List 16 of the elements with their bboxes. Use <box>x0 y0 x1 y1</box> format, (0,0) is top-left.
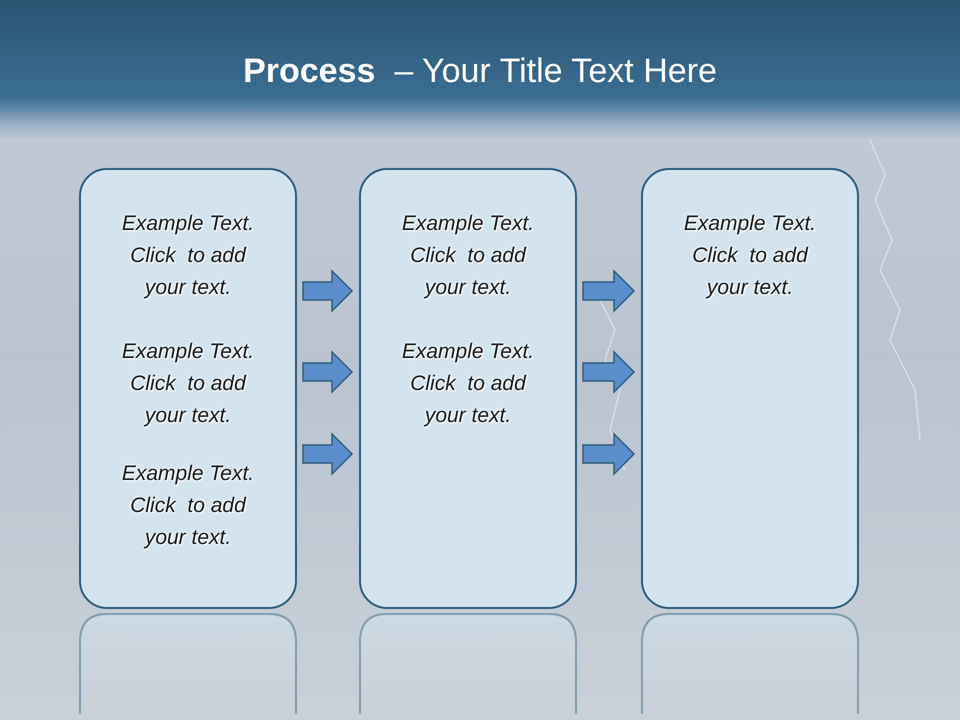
example-text: Example Text. Click to add your text. <box>400 211 536 301</box>
process-box <box>359 168 577 609</box>
process-box <box>641 168 859 609</box>
block-arrow <box>582 269 636 313</box>
process-box <box>79 168 297 609</box>
block-arrow <box>582 350 636 394</box>
example-text: Example Text. Click to add your text. <box>120 211 256 301</box>
example-text: Example Text. Click to add your text. <box>682 211 818 301</box>
block-arrow <box>582 432 636 476</box>
example-text: Example Text. Click to add your text. <box>400 339 536 429</box>
block-arrow <box>302 432 354 476</box>
example-text: Example Text. Click to add your text. <box>120 461 256 551</box>
block-arrow <box>302 269 354 313</box>
example-text: Example Text. Click to add your text. <box>120 339 256 429</box>
slide-title: Process – Your Title Text Here <box>242 52 718 91</box>
block-arrow <box>302 350 354 394</box>
